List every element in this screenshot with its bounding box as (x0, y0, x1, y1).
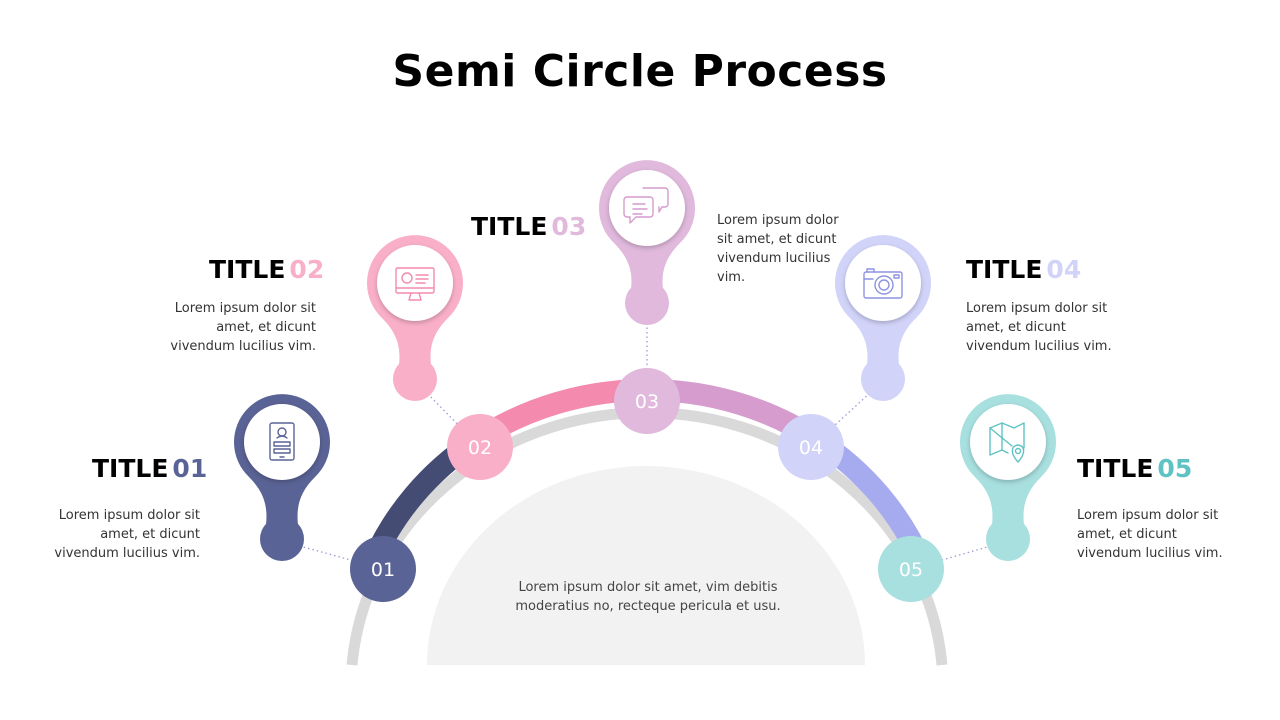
pin-tip-1 (260, 517, 304, 561)
arc-node-label-3: 03 (635, 391, 659, 413)
pin-face-4 (845, 245, 921, 321)
step-4-text: Lorem ipsum dolor sit amet, et dicunt vi… (966, 301, 1112, 354)
arc-node-label-1: 01 (371, 559, 395, 581)
step-2-number: 02 (289, 255, 325, 284)
step-1-number: 01 (172, 454, 208, 483)
arc-node-label-5: 05 (899, 559, 923, 581)
arc-node-4: 04 (778, 414, 844, 480)
page-title: Semi Circle Process (392, 46, 888, 97)
arc-node-3: 03 (614, 368, 680, 434)
arc-node-1: 01 (350, 536, 416, 602)
arc-node-circle-2 (447, 414, 513, 480)
center-semicircle (427, 466, 865, 665)
arc-node-circle-1 (350, 536, 416, 602)
step-4-number: 04 (1046, 255, 1082, 284)
step-3-title-word: TITLE (471, 212, 548, 241)
pin-2 (367, 235, 464, 401)
step-2-title-word: TITLE (209, 255, 286, 284)
pin-1 (234, 394, 330, 561)
step-1-text: Lorem ipsum dolor sit amet, et dicunt vi… (54, 508, 200, 561)
step-3-text: Lorem ipsum dolor sit amet, et dicunt vi… (717, 213, 839, 285)
connector-5 (910, 540, 1009, 570)
step-5-text: Lorem ipsum dolor sit amet, et dicunt vi… (1077, 508, 1223, 561)
arc-node-circle-3 (614, 368, 680, 434)
pin-4 (835, 235, 932, 401)
step-1-title-word: TITLE (92, 454, 169, 483)
pins (234, 160, 1056, 561)
arc-node-label-2: 02 (468, 437, 492, 459)
pin-tip-4 (861, 357, 905, 401)
arc-node-circle-4 (778, 414, 844, 480)
pin-5 (960, 394, 1056, 561)
map-pin-icon (989, 422, 1025, 463)
arc-node-2: 02 (447, 414, 513, 480)
pin-tip-5 (986, 517, 1030, 561)
monitor-icon (395, 267, 435, 301)
pin-tip-2 (393, 357, 437, 401)
chat-bubbles-icon (623, 187, 669, 224)
step-3-number: 03 (551, 212, 587, 241)
arc-node-5: 05 (878, 536, 944, 602)
arc-nodes: 01 02 03 04 05 (350, 368, 944, 602)
tablet-icon (269, 422, 295, 461)
step-4-title-word: TITLE (966, 255, 1043, 284)
center-text: Lorem ipsum dolor sit amet, vim debitis … (515, 580, 781, 614)
pin-face-2 (377, 245, 453, 321)
step-5-number: 05 (1157, 454, 1193, 483)
pin-3 (599, 160, 696, 325)
camera-icon (863, 268, 903, 299)
step-5-title-word: TITLE (1077, 454, 1154, 483)
arc-node-label-4: 04 (799, 437, 823, 459)
pin-tip-3 (625, 281, 669, 325)
step-2-text: Lorem ipsum dolor sit amet, et dicunt vi… (170, 301, 316, 354)
arc-node-circle-5 (878, 536, 944, 602)
